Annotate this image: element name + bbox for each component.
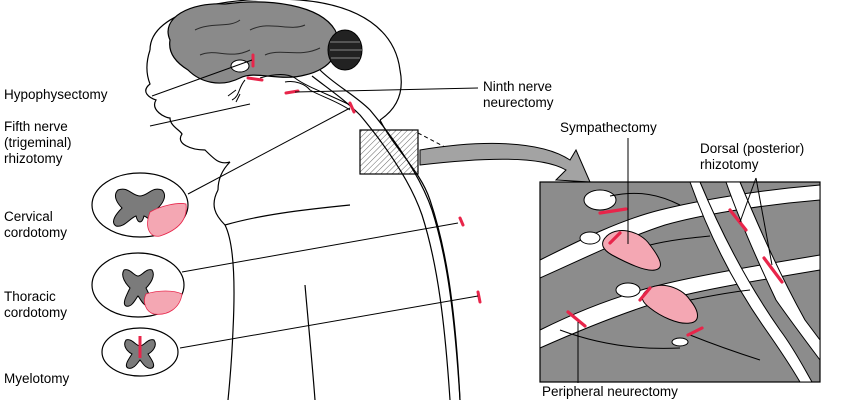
label-dorsal-rhizotomy: Dorsal (posterior) rhizotomy <box>700 141 805 172</box>
thoracic-cross-section <box>91 252 185 318</box>
label-peripheral-neurectomy: Peripheral neurectomy <box>542 384 678 399</box>
sympathectomy-lesion-a <box>598 207 628 215</box>
sympathectomy-lesion-b <box>608 231 622 245</box>
cervical-cord-lesion <box>348 101 356 114</box>
label-cervical-cordotomy: Cervical cordotomy <box>4 209 68 240</box>
ninth-nerve-lesion <box>284 89 300 95</box>
label-thoracic-cordotomy: Thoracic cordotomy <box>4 289 68 320</box>
myelotomy-cross-section <box>101 327 179 377</box>
sympathetic-ganglion-lower <box>641 284 698 324</box>
thoracic-cordotomy-leader <box>181 222 459 273</box>
cervical-cross-section <box>91 172 189 238</box>
cervical-cordotomy-leader <box>187 107 351 195</box>
sympathectomy-lesion-c <box>638 286 652 302</box>
fifth-nerve-leader <box>149 103 251 127</box>
ninth-nerve-leader <box>294 87 479 93</box>
inset-detail <box>539 181 821 383</box>
dorsal-rhizotomy-lesion-a <box>728 208 748 232</box>
inset-lesion-d <box>686 326 704 337</box>
brain <box>167 1 461 401</box>
sympathetic-ganglion-upper <box>602 230 661 271</box>
dorsal-rhizotomy-leader-b <box>755 177 773 266</box>
label-myelotomy: Myelotomy <box>4 371 70 386</box>
label-sympathectomy: Sympathectomy <box>560 120 657 135</box>
inset-arrow <box>417 132 591 183</box>
fifth-nerve-lesion <box>246 76 264 82</box>
thoracic-cord-lesion <box>458 216 465 227</box>
peripheral-neurectomy-lesion <box>566 310 587 328</box>
label-fifth-nerve-rhizotomy: Fifth nerve (trigeminal) rhizotomy <box>4 119 72 166</box>
myelotomy-cord-lesion <box>476 290 482 304</box>
dorsal-rhizotomy-leader-a <box>739 177 757 223</box>
dorsal-rhizotomy-lesion-b <box>762 256 784 284</box>
label-ninth-nerve-neurectomy: Ninth nerve neurectomy <box>483 79 554 110</box>
hypophysectomy-leader <box>151 59 253 97</box>
label-hypophysectomy: Hypophysectomy <box>4 87 108 102</box>
lesion-marks-head <box>246 53 482 304</box>
leader-lines <box>149 59 773 383</box>
inset-source-box <box>359 129 419 175</box>
cranial-nerves <box>227 59 351 111</box>
myelotomy-leader <box>179 295 479 349</box>
